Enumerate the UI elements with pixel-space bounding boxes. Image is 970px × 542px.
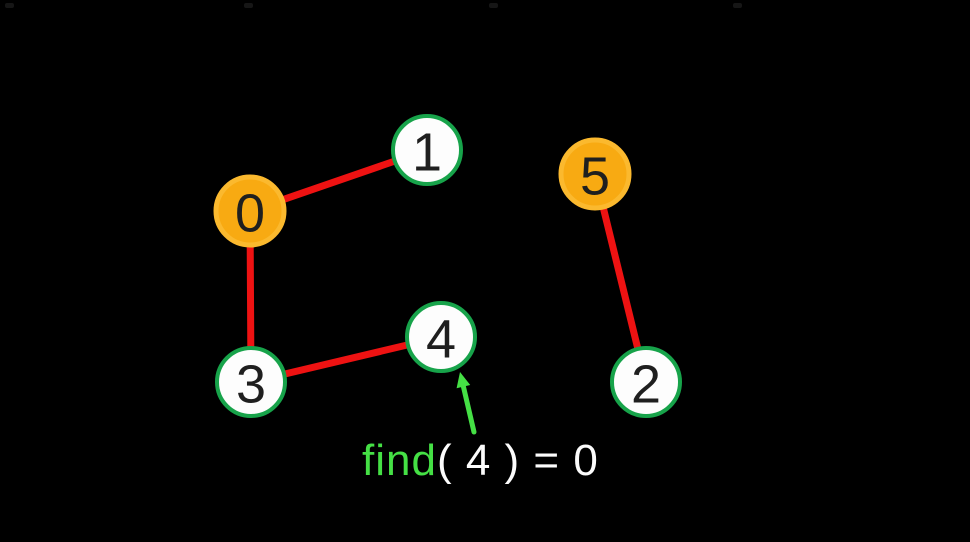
caption-expression: ( 4 ) = 0 xyxy=(436,436,599,485)
node-circle-3 xyxy=(215,346,287,418)
graph-node-2: 2 xyxy=(610,346,682,418)
node-label-3: 3 xyxy=(236,355,266,415)
node-label-1: 1 xyxy=(412,123,442,183)
annotation-arrow-layer xyxy=(456,372,477,435)
graph-node-1: 1 xyxy=(391,114,463,186)
graph-node-5: 5 xyxy=(558,137,632,211)
pointer-arrow-shaft xyxy=(460,384,477,435)
top-edge-artifact-1 xyxy=(244,3,253,8)
top-edge-artifact-2 xyxy=(489,3,498,8)
node-circle-0 xyxy=(213,174,287,248)
node-label-5: 5 xyxy=(580,147,610,207)
node-circle-4 xyxy=(405,301,477,373)
pointer-arrow-head xyxy=(456,372,471,389)
node-circle-1 xyxy=(391,114,463,186)
graph-node-0: 0 xyxy=(213,174,287,248)
top-edge-artifact-0 xyxy=(5,3,14,8)
top-edge-artifact-3 xyxy=(733,3,742,8)
caption-function-name: find xyxy=(362,436,437,485)
node-circle-5 xyxy=(558,137,632,211)
find-caption: find( 4 ) = 0 xyxy=(362,436,599,487)
node-label-0: 0 xyxy=(235,184,265,244)
node-label-2: 2 xyxy=(631,355,661,415)
node-label-4: 4 xyxy=(426,310,456,370)
nodes-layer: 0 1 5 4 3 2 xyxy=(213,114,682,418)
node-circle-2 xyxy=(610,346,682,418)
graph-node-3: 3 xyxy=(215,346,287,418)
graph-node-4: 4 xyxy=(405,301,477,373)
